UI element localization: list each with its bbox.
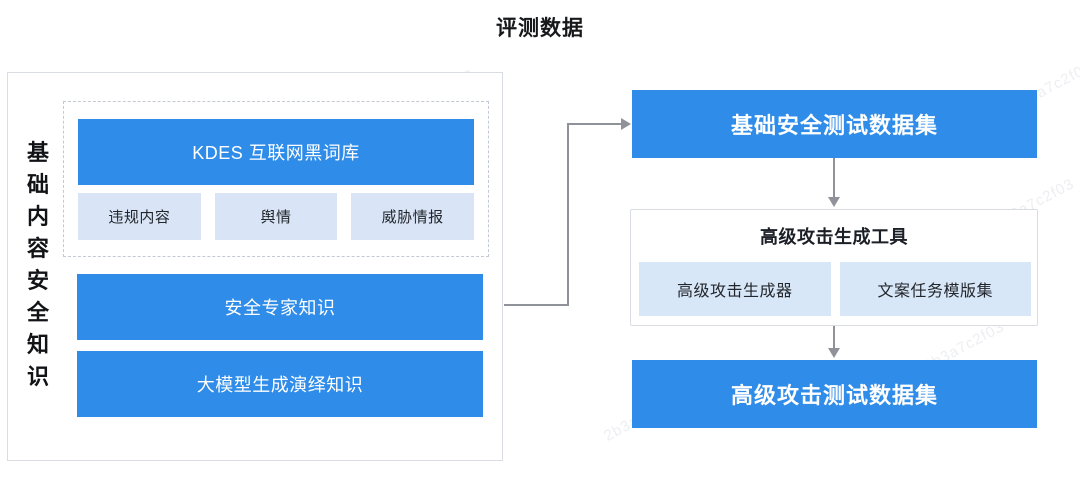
security-expert-knowledge-box: 安全专家知识 xyxy=(77,274,483,340)
kdes-blackword-lib-box: KDES 互联网黑词库 xyxy=(78,119,474,185)
tool-chip-row: 高级攻击生成器 文案任务模版集 xyxy=(639,262,1031,316)
tool-box-title: 高级攻击生成工具 xyxy=(760,227,908,247)
diagram-title: 评测数据 xyxy=(496,17,584,40)
chip-illegal-content: 违规内容 xyxy=(78,193,201,240)
connector-elbow-vertical-segment xyxy=(567,123,569,306)
arrow-down-icon xyxy=(828,197,840,207)
advanced-attack-test-dataset-box: 高级攻击测试数据集 xyxy=(632,360,1037,428)
chip-copy-task-template-set: 文案任务模版集 xyxy=(839,262,1031,316)
connector-dataset-to-tool xyxy=(833,158,835,198)
kdes-dashed-group: KDES 互联网黑词库 违规内容 舆情 威胁情报 xyxy=(63,101,489,257)
chip-threat-intel: 威胁情报 xyxy=(351,193,475,240)
panel-vertical-label: 基础内容安全知识 xyxy=(26,140,49,389)
connector-elbow-bottom-segment xyxy=(504,304,569,306)
chip-attack-generator: 高级攻击生成器 xyxy=(639,262,831,316)
chip-public-opinion: 舆情 xyxy=(214,193,338,240)
connector-elbow-top-segment xyxy=(567,123,623,125)
connector-tool-to-dataset xyxy=(833,326,835,349)
basic-security-test-dataset-box: 基础安全测试数据集 xyxy=(632,90,1037,158)
arrow-right-icon xyxy=(621,118,631,130)
llm-generated-knowledge-box: 大模型生成演绎知识 xyxy=(77,351,483,417)
kdes-chip-row: 违规内容 舆情 威胁情报 xyxy=(78,193,475,240)
advanced-attack-tool-box: 高级攻击生成工具 高级攻击生成器 文案任务模版集 xyxy=(630,209,1038,326)
arrow-down-icon xyxy=(828,348,840,358)
basic-knowledge-panel: 基础内容安全知识 KDES 互联网黑词库 违规内容 舆情 威胁情报 安全专家知识… xyxy=(7,72,503,461)
